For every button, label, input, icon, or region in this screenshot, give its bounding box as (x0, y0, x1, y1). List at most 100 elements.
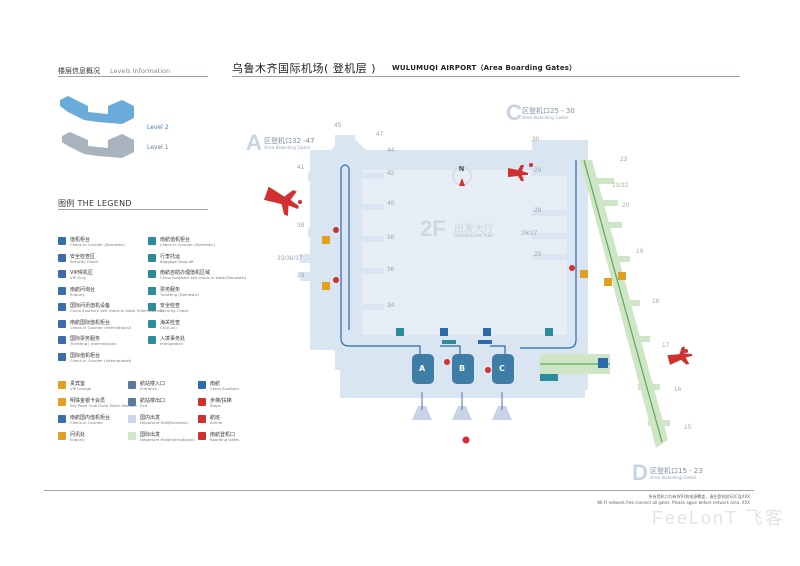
counter-icon-3[interactable] (483, 328, 491, 336)
counter-icon-2[interactable] (440, 328, 448, 336)
gate-number-label[interactable]: 16 (674, 386, 682, 393)
legend-sublabel: Security Check (70, 258, 99, 264)
hall-c-label[interactable]: C (499, 364, 505, 373)
zone-c-header: C 区登机口25 - 30 Area Boarding Gates (506, 100, 575, 126)
hall-a-label[interactable]: A (419, 364, 426, 373)
gate-number-label[interactable]: 30 (532, 136, 540, 143)
security-icon[interactable] (442, 340, 456, 344)
legend-sublabel: Security Check (160, 308, 189, 313)
legend-swatch-icon (198, 381, 206, 389)
boarding-gate-icon-5[interactable] (485, 367, 491, 373)
gate-number-label[interactable]: 41 (297, 164, 305, 171)
legend-sublabel: Baggage Drop-off (160, 258, 194, 264)
gate-number-label[interactable]: 36 (387, 266, 395, 273)
gate-number-label[interactable]: 44 (387, 147, 395, 154)
gate-number-label[interactable]: 40 (387, 200, 395, 207)
gate-number-label[interactable]: 33/36/37 (277, 255, 303, 262)
gate-number-label[interactable]: 25 (534, 251, 542, 258)
gate-marker-d (684, 349, 688, 353)
hall-b-label[interactable]: B (459, 364, 466, 373)
bottom-rule (44, 490, 754, 491)
gate-number-label[interactable]: 17 (662, 342, 670, 349)
zone-c-subtitle: Area Boarding Gates (522, 116, 569, 121)
airplane-icons (263, 165, 693, 365)
counter-bar-icon[interactable] (478, 340, 492, 344)
lounge-icon-5[interactable] (618, 272, 626, 280)
hall-title: 出发大厅 (454, 224, 494, 235)
level-2-label[interactable]: Level 2 (147, 124, 169, 131)
lounge-icon-3[interactable] (580, 270, 588, 278)
legend-swatch-icon (148, 253, 156, 262)
legend-label: 南航值机柜台 (160, 237, 191, 243)
legend-swatch-icon (58, 319, 66, 328)
level-1-floor-shape (62, 132, 134, 158)
legend-label: 南航登机口 (210, 432, 236, 438)
gate-number-label[interactable]: 39 (297, 222, 305, 229)
gate-number-label[interactable]: 28 (534, 207, 542, 214)
levels-title-zh: 楼层信息概况 (58, 67, 100, 75)
legend-sublabel: China Southern (210, 386, 240, 391)
legend-sublabel: China Southern self check-in kiosk (Inte… (70, 308, 164, 313)
zone-d-header: D 区登机口15 - 23 Area Boarding Gates (632, 460, 703, 486)
lounge-icon-1[interactable] (322, 236, 330, 244)
counter-icon-1[interactable] (396, 328, 404, 336)
gate-number-label[interactable]: 42 (387, 170, 395, 177)
gate-number-label[interactable]: 21/22 (612, 182, 629, 189)
counter-icon-4[interactable] (545, 328, 553, 336)
gate-number-label[interactable]: 15 (684, 424, 692, 431)
gate-marker-a (298, 200, 302, 204)
legend-label: 航站楼出口 (140, 398, 166, 404)
legend-swatch-icon (58, 286, 66, 295)
gate-number-label[interactable]: 20 (622, 202, 630, 209)
legend-swatch-icon (58, 253, 66, 262)
legend-label: VIP候机区 (70, 270, 93, 276)
gate-number-label[interactable]: 34 (387, 302, 395, 309)
gate-number-label[interactable]: 29 (534, 167, 542, 174)
compass-icon (452, 166, 472, 186)
a-right-piers (354, 150, 384, 310)
lounge-icon-2[interactable] (322, 282, 330, 290)
legend-sublabel: Enquiry (70, 291, 85, 297)
watermark: FeeLonT 飞客 (652, 508, 785, 528)
legend-sublabel: Check-in Counter (International) (70, 324, 132, 330)
gate-number-label[interactable]: 33 (297, 272, 305, 279)
legend-label: 票务服务 (160, 286, 181, 293)
legend-sublabel: CIQ(Cus) (160, 324, 177, 330)
legend-sublabel: Airline (210, 420, 223, 425)
legend-sublabel: Sky Pearl Club Gold/ Silver Member (70, 403, 138, 408)
boarding-gate-icon-4[interactable] (444, 359, 450, 365)
boarding-gate-icon-2[interactable] (333, 277, 339, 283)
immigration-icon[interactable] (540, 374, 558, 381)
gate-number-label[interactable]: 45 (334, 122, 342, 129)
legend-sublabel: Check-in Counter (Domestic) (160, 242, 215, 247)
legend-swatch-icon (128, 398, 136, 406)
gate-number-label[interactable]: 18 (652, 298, 660, 305)
gate-number-label[interactable]: 38 (387, 234, 395, 241)
level-1-label[interactable]: Level 1 (147, 144, 169, 151)
legend-sublabel: Entrance (140, 386, 158, 391)
customs-icon[interactable] (598, 358, 608, 368)
gate-number-label[interactable]: 47 (376, 131, 384, 138)
legend-swatch-icon (198, 415, 206, 423)
airplane-icon-a (263, 186, 299, 216)
legend-sublabel: Enquiry (70, 437, 85, 442)
gate-number-label[interactable]: 26/27 (521, 230, 538, 237)
legend-swatch-icon (58, 398, 66, 406)
legend-swatch-icon (128, 432, 136, 440)
gate-number-label[interactable]: 23 (620, 156, 628, 163)
zone-a-subtitle: Area Boarding Gates (264, 146, 311, 151)
boarding-gate-icon-1[interactable] (333, 227, 339, 233)
info-icon[interactable] (462, 436, 470, 444)
legend-swatch-icon (58, 432, 66, 440)
gate-number-label[interactable]: 19 (636, 248, 644, 255)
boarding-gate-icon-3[interactable] (569, 265, 575, 271)
legend-label: 问讯处 (70, 432, 86, 438)
lounge-icon-4[interactable] (604, 278, 612, 286)
